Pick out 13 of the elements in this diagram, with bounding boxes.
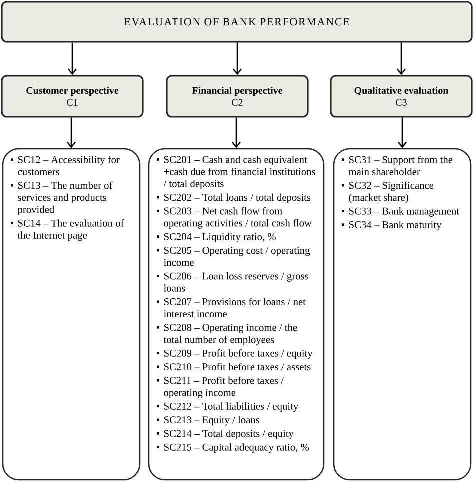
arrow xyxy=(398,118,407,148)
category-box: Financial perspective C2 xyxy=(166,75,309,118)
category-box: Customer perspective C1 xyxy=(1,75,144,118)
arrow xyxy=(232,42,242,76)
criteria-box: SC12 – Accessibility for customers SC13 – The number of services and products provided SC14 – The evaluation of the Internet page xyxy=(2,148,141,481)
criteria-box: SC31 – Support from the main shareholder SC32 – Significance (market share) SC33 – Bank management SC34 – Bank maturity xyxy=(333,148,472,481)
title-box: EVALUATION OF BANK PERFORMANCE xyxy=(1,1,473,43)
criteria-box: SC201 – Cash and cash equivalent +cash due from financial institutions / total deposits SC202 – Total loans / total deposits SC203 – Net cash flow from operating activities / total cash flow SC204 – Liquidity ratio, % SC205 – Operating cost / operating income SC206 – Loan loss reserves / gross loans SC207 – Provisions for loans / net interest income SC208 – Operating income / the total number of employees SC209 – Profit before taxes / equity SC210 – Profit before taxes / assets SC211 – Profit before taxes / operating income SC212 – Total liabilities / equity SC213 – Equity / loans SC214 – Total deposits / equity SC215 – Capital adequacy ratio, % xyxy=(148,148,325,481)
arrow xyxy=(67,118,76,148)
arrow xyxy=(232,118,241,148)
category-box: Qualitative evaluation C3 xyxy=(330,75,473,118)
arrow xyxy=(68,42,77,76)
arrow xyxy=(396,42,406,76)
